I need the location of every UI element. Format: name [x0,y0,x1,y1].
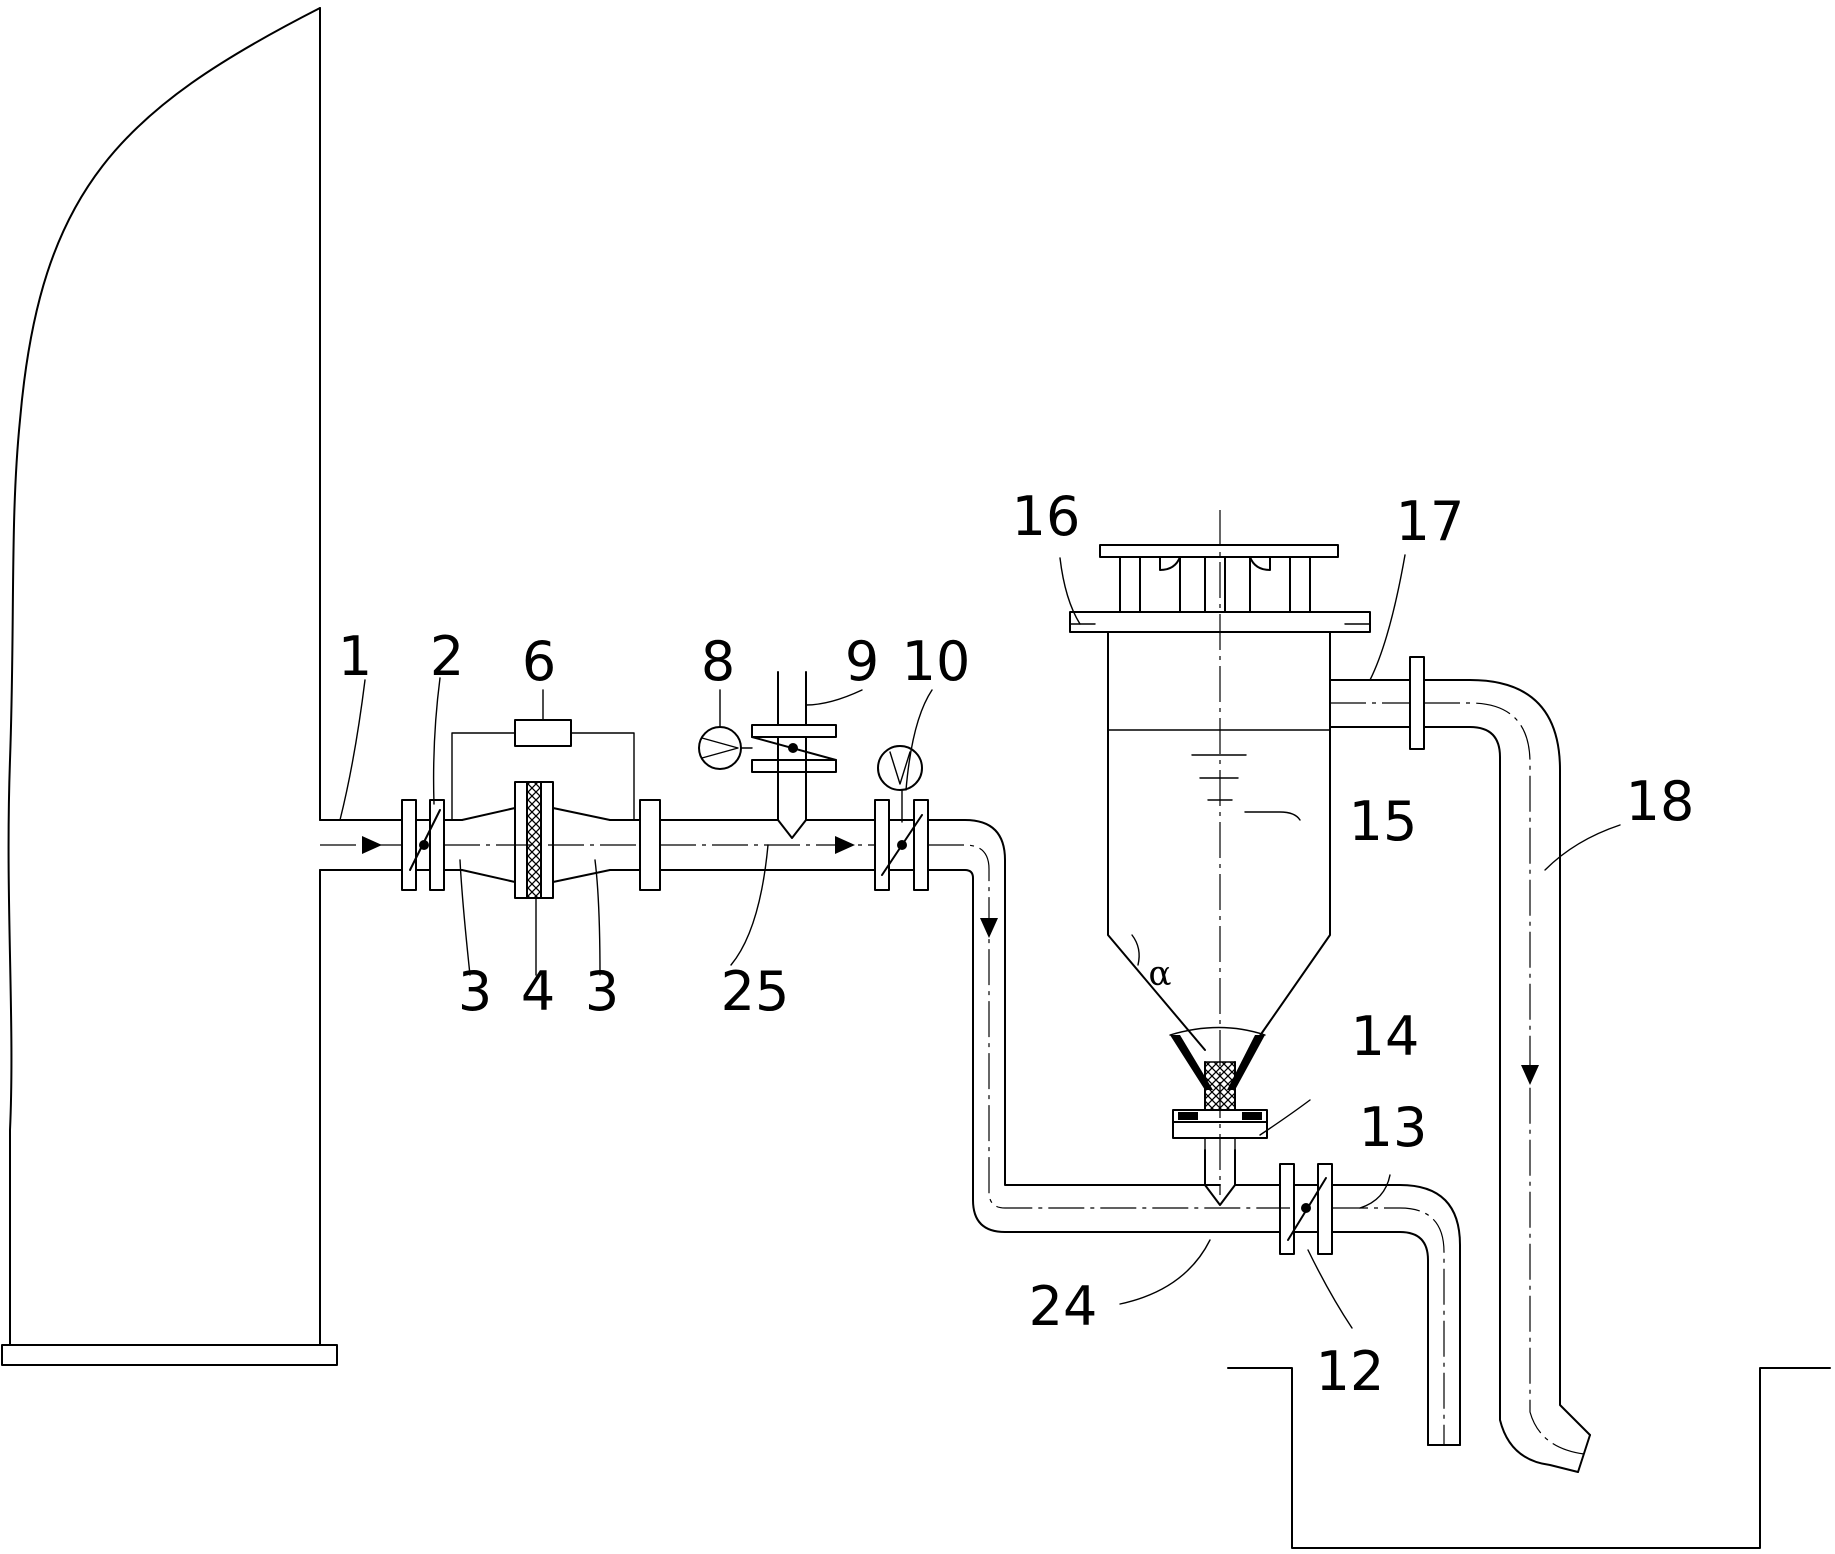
bypass-line-6 [451,719,635,821]
label-alpha: α [1149,954,1172,994]
storage-vessel [1,7,338,1366]
pipe-13 [1331,1184,1461,1446]
separator-15 [1069,510,1371,1195]
collection-pit [1227,1367,1831,1549]
label-9: 9 [845,630,879,693]
downcomer-pipe [927,819,1290,1233]
branch-tee [777,751,807,839]
label-3-right: 3 [585,960,619,1023]
flow-arrow-1 [362,836,382,854]
leader-lines [339,554,1621,1329]
label-13: 13 [1359,1096,1428,1159]
label-14: 14 [1351,1005,1420,1068]
reducer-3-right [444,807,641,883]
label-25: 25 [721,960,790,1023]
gauge-8 [698,726,753,770]
valve-12 [1279,1163,1333,1255]
label-6: 6 [522,630,556,693]
filter-screen-4 [514,781,554,899]
valve-9 [751,671,837,787]
label-10: 10 [902,630,971,693]
label-2: 2 [430,625,464,688]
flow-arrow-down [980,918,998,938]
pipe-flange [639,799,661,891]
valve-10 [874,745,929,891]
flow-arrow-18 [1521,1065,1539,1085]
label-1: 1 [338,625,372,688]
outlet-pipe-1 [319,819,403,871]
label-17: 17 [1396,490,1465,553]
labels: 1 2 6 8 9 10 3 4 3 25 16 17 15 18 14 13 … [338,485,1695,1403]
junction-24 [1204,1149,1281,1206]
valve-2 [401,799,445,891]
label-8: 8 [701,630,735,693]
label-16: 16 [1012,485,1081,548]
overflow-pipe-17 [1329,656,1425,750]
flow-arrow-25 [835,836,855,854]
label-3-left: 3 [458,960,492,1023]
label-18: 18 [1626,770,1695,833]
label-12: 12 [1316,1340,1385,1403]
drain-pipe-18 [1423,679,1591,1473]
label-24: 24 [1029,1275,1098,1338]
reducer-3-left [443,807,516,883]
label-15: 15 [1349,790,1418,853]
label-4: 4 [521,960,555,1023]
outlet-14 [1169,1026,1268,1151]
